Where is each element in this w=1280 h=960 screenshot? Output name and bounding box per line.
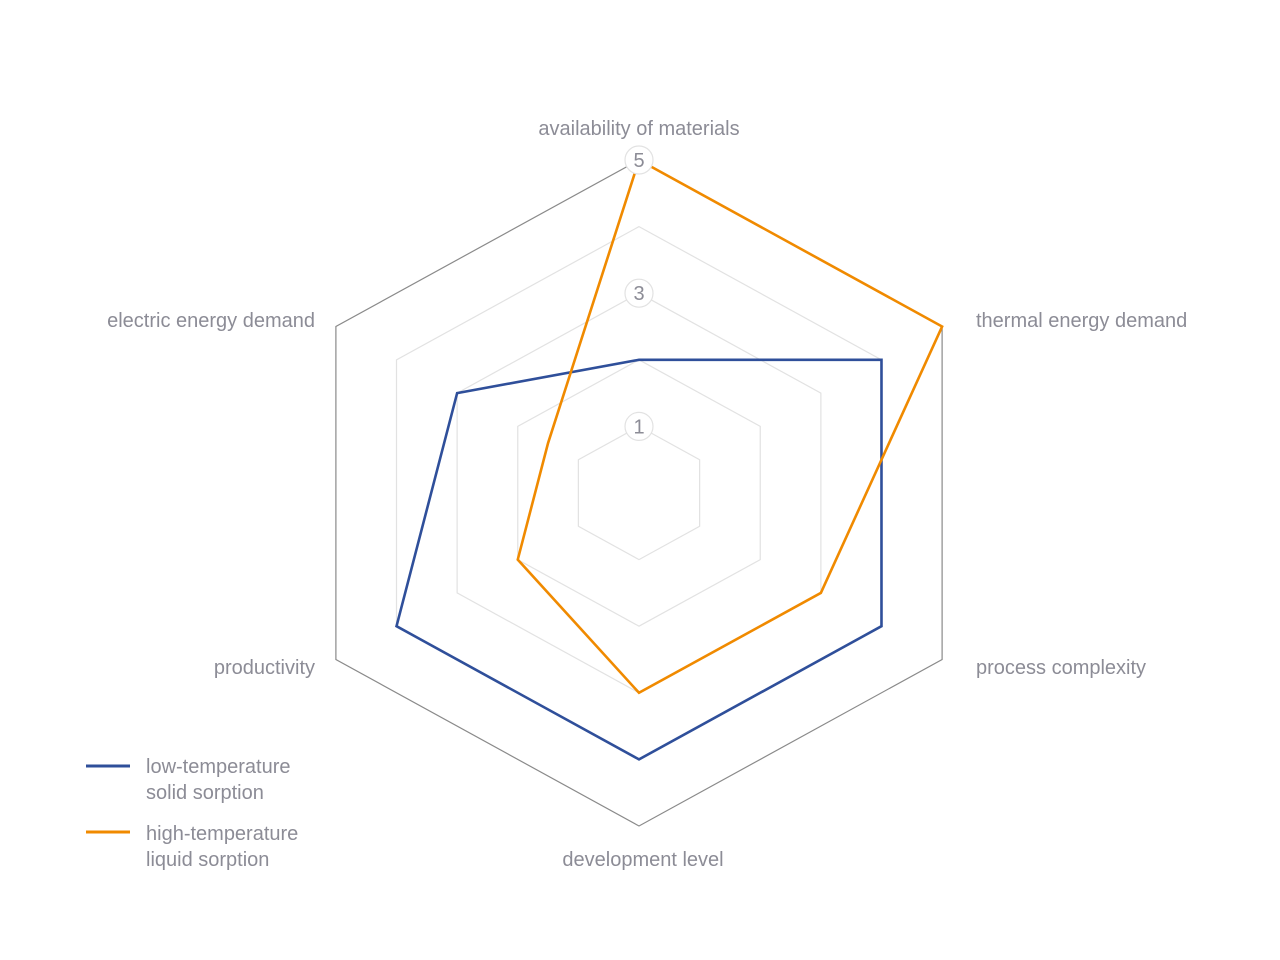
- grid-ring-1: [577, 425, 701, 561]
- tick-1: 1: [624, 411, 654, 441]
- tick-badge: [624, 411, 654, 441]
- grid-ring-3: [456, 292, 822, 694]
- tick-badge: [624, 278, 654, 308]
- grid-ring-5: [335, 159, 943, 827]
- axis-label-process: process complexity: [976, 657, 1146, 679]
- series-line-low-temperature: [395, 358, 883, 761]
- series-line-high-temperature: [516, 158, 944, 695]
- tick-badge: [624, 145, 654, 175]
- tick-5: 5: [624, 145, 654, 175]
- tick-3: 3: [624, 278, 654, 308]
- legend-label-line-2: solid sorption: [146, 782, 264, 804]
- legend-item-low-temperature[interactable]: low-temperature solid sorption: [86, 756, 291, 804]
- tick-label: 3: [633, 283, 644, 305]
- grid-rings: [335, 159, 943, 827]
- axis-label-availability: availability of materials: [538, 118, 739, 140]
- legend-label-line-1: high-temperature: [146, 823, 298, 845]
- grid-ring-2: [517, 359, 761, 627]
- legend-item-high-temperature[interactable]: high-temperature liquid sorption: [86, 823, 298, 871]
- axis-label-electric: electric energy demand: [107, 310, 315, 332]
- tick-label: 1: [633, 416, 644, 438]
- axis-label-development: development level: [562, 849, 723, 871]
- axis-labels: availability of materials thermal energy…: [107, 118, 1187, 871]
- tick-labels: 1 3 5: [624, 145, 654, 441]
- legend: low-temperature solid sorption high-temp…: [86, 756, 298, 871]
- axis-label-productivity: productivity: [214, 657, 315, 679]
- tick-label: 5: [633, 150, 644, 172]
- axis-label-thermal: thermal energy demand: [976, 310, 1187, 332]
- series-group: [395, 158, 944, 761]
- legend-label-line-1: low-temperature: [146, 756, 291, 778]
- legend-label-line-2: liquid sorption: [146, 849, 269, 871]
